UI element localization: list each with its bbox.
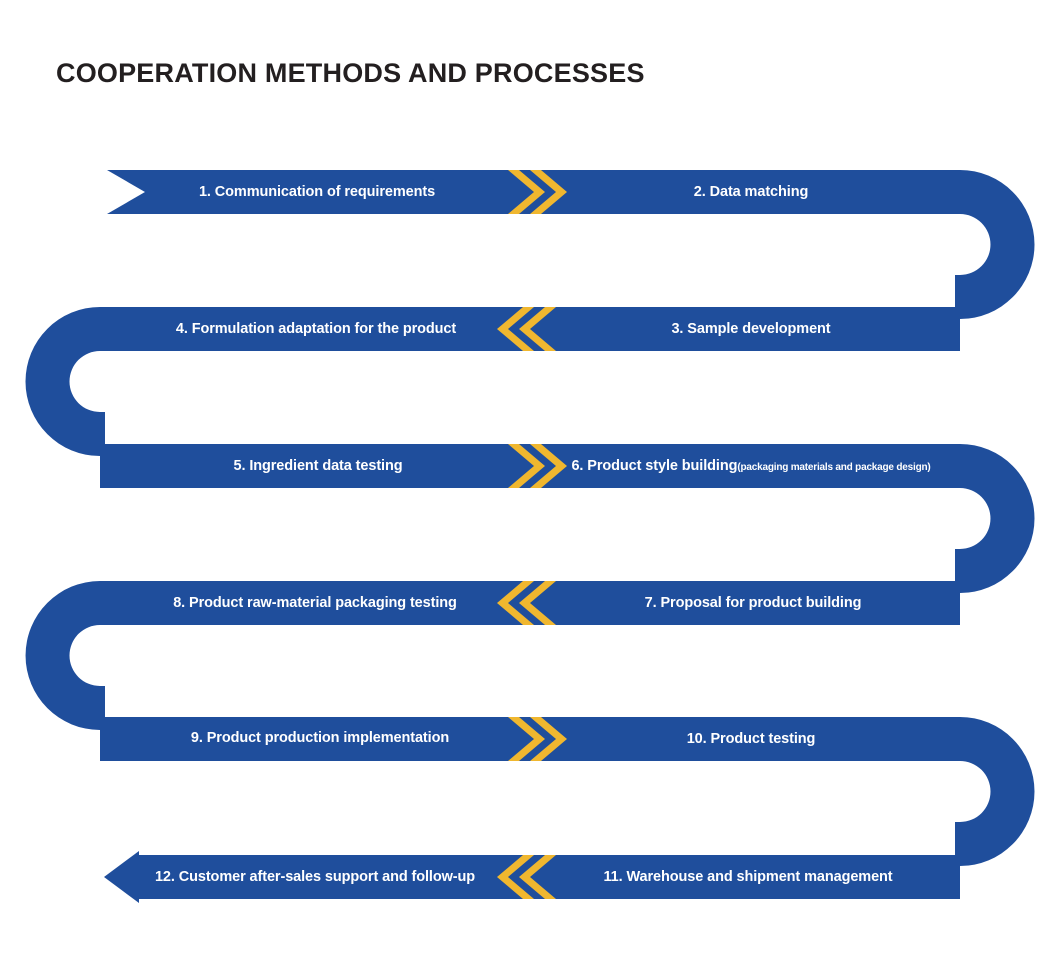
- row-1-band: [107, 170, 1035, 319]
- row-2-band: [25, 307, 960, 456]
- row-5-band: [100, 717, 1035, 866]
- connector-right-1: [955, 170, 1035, 319]
- row-6-band: [104, 851, 960, 903]
- connector-left-1: [25, 307, 106, 456]
- row-4-band: [25, 581, 960, 730]
- connector-right-2: [955, 444, 1035, 593]
- chevron-left-3: [497, 855, 556, 899]
- row-3-band: [100, 444, 1035, 593]
- chevron-left-2: [497, 581, 556, 625]
- connector-right-3: [955, 717, 1035, 866]
- flow-end-arrowhead: [104, 851, 139, 903]
- flow-start-notch: [107, 170, 145, 214]
- chevron-right-1: [508, 170, 567, 214]
- chevron-right-2: [508, 444, 567, 488]
- connector-left-2: [25, 581, 105, 730]
- chevron-group: [497, 170, 567, 899]
- chevron-right-3: [508, 717, 567, 761]
- chevron-left-1: [497, 307, 556, 351]
- page-title: COOPERATION METHODS AND PROCESSES: [56, 58, 645, 88]
